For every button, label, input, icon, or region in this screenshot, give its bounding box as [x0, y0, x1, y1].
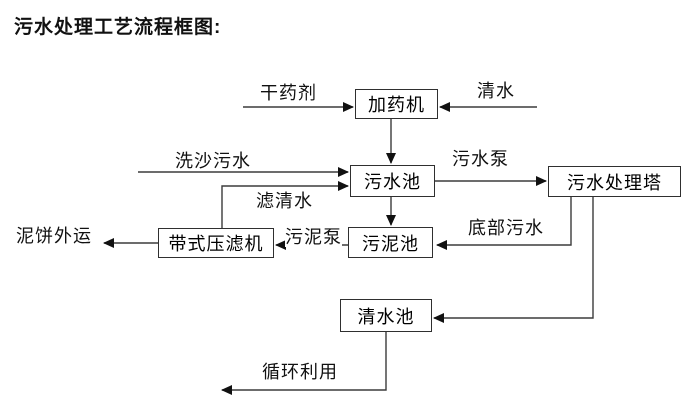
node-dosing-machine: 加药机: [355, 89, 438, 119]
node-sludge-pool-label: 污泥池: [362, 233, 419, 254]
label-dry-agent: 干药剂: [260, 83, 317, 103]
node-dosing-machine-label: 加药机: [368, 95, 425, 115]
edge-treatment-tower-to-clean-water-pool: [433, 197, 594, 323]
node-clean-water-pool: 清水池: [340, 299, 432, 332]
node-belt-filter-press-label: 带式压滤机: [168, 234, 264, 254]
node-treatment-tower: 污水处理塔: [548, 166, 681, 197]
label-sand-washing-sewage: 洗沙污水: [175, 151, 251, 171]
label-sludge-pump: 污泥泵: [285, 227, 342, 247]
edge-bottom-sewage-to-sludge-pool: [436, 197, 572, 250]
node-sewage-pool: 污水池: [350, 165, 435, 197]
label-recycle: 循环利用: [262, 362, 338, 382]
node-belt-filter-press: 带式压滤机: [158, 228, 274, 258]
node-sewage-pool-label: 污水池: [364, 172, 421, 192]
node-clean-water-pool-label: 清水池: [357, 306, 415, 327]
label-sewage-pump: 污水泵: [452, 149, 509, 169]
label-bottom-sewage: 底部污水: [468, 218, 544, 238]
edge-clean-water-pool-to-recycle: [221, 332, 387, 395]
node-sludge-pool: 污泥池: [348, 227, 433, 258]
label-mud-cake-out: 泥饼外运: [16, 226, 92, 246]
label-clean-water: 清水: [477, 81, 515, 101]
node-treatment-tower-label: 污水处理塔: [567, 172, 662, 193]
edge-filtered-water-to-sewage-pool: [221, 181, 349, 228]
label-filtered-water: 滤清水: [256, 191, 313, 211]
page-title: 污水处理工艺流程框图:: [14, 17, 222, 38]
